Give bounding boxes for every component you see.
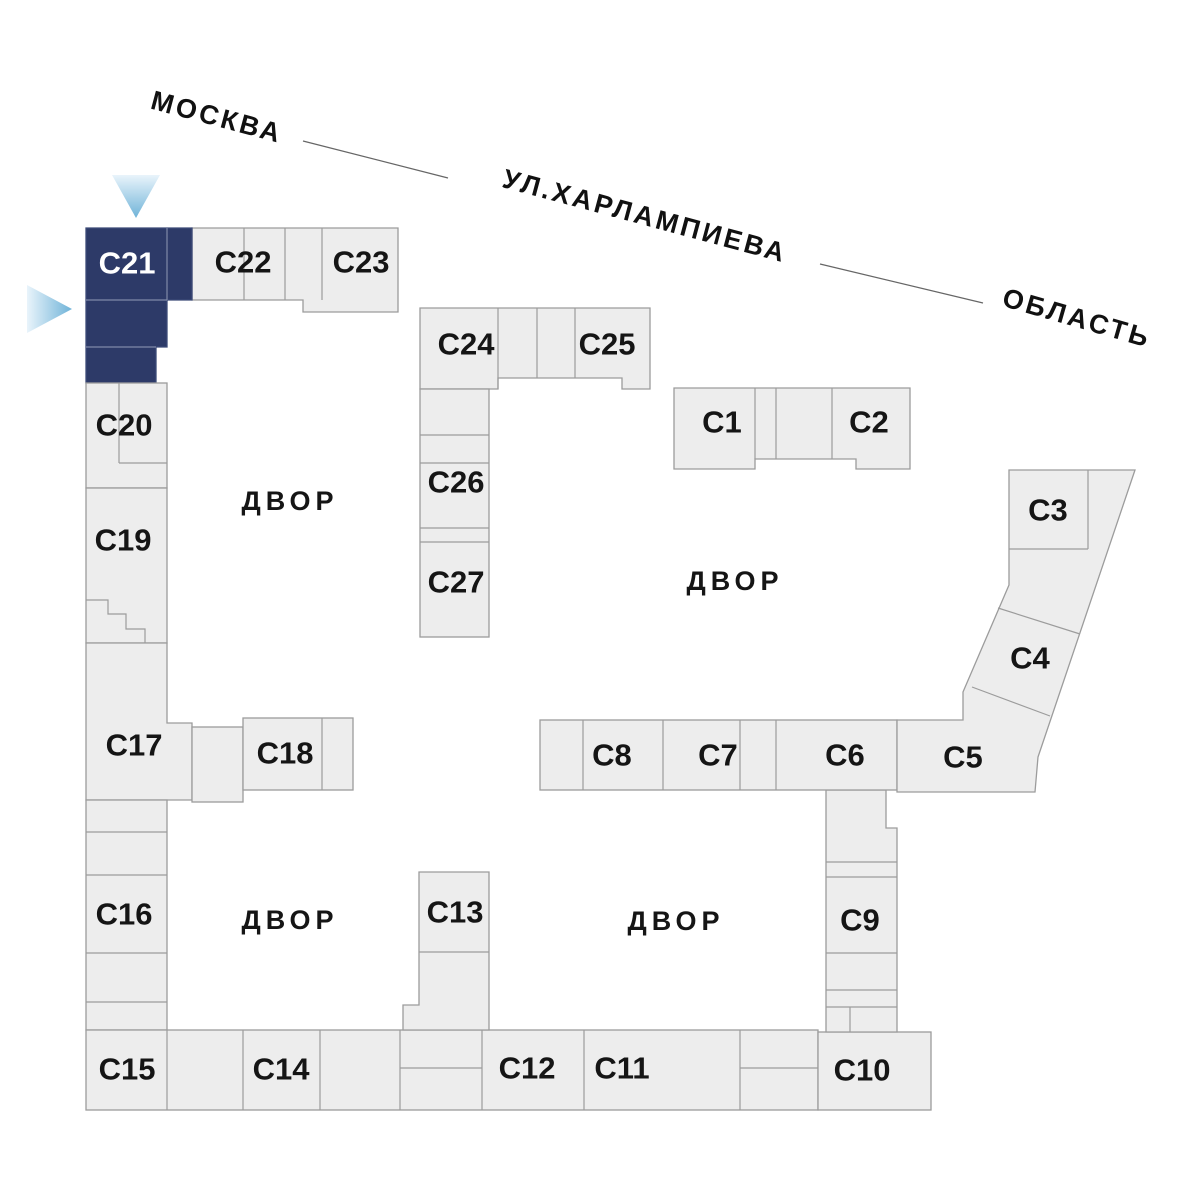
building-shape[interactable] bbox=[673, 387, 911, 470]
building-shape[interactable] bbox=[191, 726, 244, 803]
street-line bbox=[302, 140, 449, 179]
building-label: С16 bbox=[96, 897, 153, 932]
building-c18[interactable]: С18 bbox=[242, 717, 354, 791]
building-c10[interactable]: С10 bbox=[817, 1031, 932, 1111]
building-shape[interactable] bbox=[402, 871, 490, 1031]
building-label: С11 bbox=[594, 1051, 649, 1086]
building-label: С20 bbox=[96, 408, 153, 443]
building-label: С24 bbox=[438, 327, 496, 362]
region-label: ОБЛАСТЬ bbox=[999, 282, 1155, 353]
building-label: С14 bbox=[253, 1052, 311, 1087]
building-shape[interactable] bbox=[896, 469, 1136, 793]
building-label: С22 bbox=[215, 245, 272, 280]
building-label: С10 bbox=[834, 1053, 891, 1088]
building-label: С19 bbox=[95, 523, 152, 558]
building-c19[interactable]: С19 bbox=[85, 487, 168, 644]
building-label: С26 bbox=[428, 465, 485, 500]
building-column-c26-c27[interactable]: С26 С27 bbox=[419, 388, 490, 638]
division-lines bbox=[243, 228, 323, 300]
building-label: С1 bbox=[702, 405, 742, 440]
building-label: С4 bbox=[1010, 641, 1050, 676]
building-shape[interactable] bbox=[85, 382, 168, 489]
building-label: С15 bbox=[99, 1052, 156, 1087]
building-label: С25 bbox=[579, 327, 636, 362]
building-c22[interactable]: С22 С23 bbox=[191, 227, 399, 313]
division-lines bbox=[754, 388, 833, 459]
building-c13[interactable]: С13 bbox=[402, 871, 490, 1031]
building-row-c1-c2[interactable]: С1 С2 bbox=[673, 387, 911, 470]
building-label: С13 bbox=[427, 895, 484, 930]
building-c20[interactable]: С20 bbox=[85, 382, 168, 489]
building-shape[interactable] bbox=[85, 642, 193, 801]
building-shape[interactable] bbox=[242, 717, 354, 791]
building-label: С9 bbox=[840, 903, 880, 938]
division-lines bbox=[497, 308, 576, 389]
building-label: С21 bbox=[99, 246, 156, 281]
courtyard-label: ДВОР bbox=[241, 905, 338, 935]
building-strip-c3-c4-c5[interactable]: С3 С4 С5 bbox=[896, 469, 1136, 793]
division-lines bbox=[826, 861, 897, 1032]
building-label: С6 bbox=[825, 738, 865, 773]
building-shape[interactable] bbox=[539, 719, 898, 791]
division-lines bbox=[118, 383, 167, 464]
building-c17[interactable]: С17 bbox=[85, 642, 244, 803]
building-row-c24-c25[interactable]: С24 С25 bbox=[419, 307, 651, 390]
street-annotation: МОСКВА УЛ.ХАРЛАМПИЕВА ОБЛАСТЬ bbox=[148, 85, 1155, 354]
division-lines bbox=[86, 831, 167, 1003]
building-shape[interactable] bbox=[85, 799, 168, 1031]
arrow-right-icon bbox=[27, 285, 72, 333]
division-lines bbox=[86, 599, 146, 643]
building-shape[interactable] bbox=[419, 388, 490, 638]
building-shape[interactable] bbox=[817, 1031, 932, 1111]
arrow-down-icon bbox=[112, 175, 160, 218]
street-name-label: УЛ.ХАРЛАМПИЕВА bbox=[499, 164, 790, 269]
division-lines bbox=[86, 228, 168, 348]
division-lines bbox=[582, 720, 777, 790]
building-shape[interactable] bbox=[85, 1029, 819, 1111]
building-label: С2 bbox=[849, 405, 889, 440]
bottom-row-buildings[interactable]: С15 С14 С12 С11 bbox=[85, 1029, 819, 1111]
courtyard-label: ДВОР bbox=[627, 906, 724, 936]
street-line bbox=[819, 263, 984, 304]
division-lines bbox=[420, 434, 489, 543]
division-lines bbox=[971, 470, 1089, 717]
division-lines bbox=[166, 1030, 818, 1110]
building-label: С17 bbox=[106, 728, 163, 763]
building-label: С3 bbox=[1028, 493, 1068, 528]
building-label: С7 bbox=[698, 738, 738, 773]
building-label: С18 bbox=[257, 736, 314, 771]
building-label: С12 bbox=[499, 1051, 556, 1086]
building-label: С8 bbox=[592, 738, 632, 773]
building-label: С23 bbox=[333, 245, 390, 280]
building-c16[interactable]: С16 bbox=[85, 799, 168, 1031]
building-c9[interactable]: С9 bbox=[825, 789, 898, 1033]
building-c21[interactable]: С21 bbox=[85, 227, 193, 384]
courtyard-label: ДВОР bbox=[241, 486, 338, 516]
building-row-c8-c7-c6[interactable]: С8 С7 С6 bbox=[539, 719, 898, 791]
building-label: С5 bbox=[943, 740, 983, 775]
city-label: МОСКВА bbox=[148, 85, 286, 149]
courtyard-label: ДВОР bbox=[686, 566, 783, 596]
building-label: С27 bbox=[428, 565, 485, 600]
